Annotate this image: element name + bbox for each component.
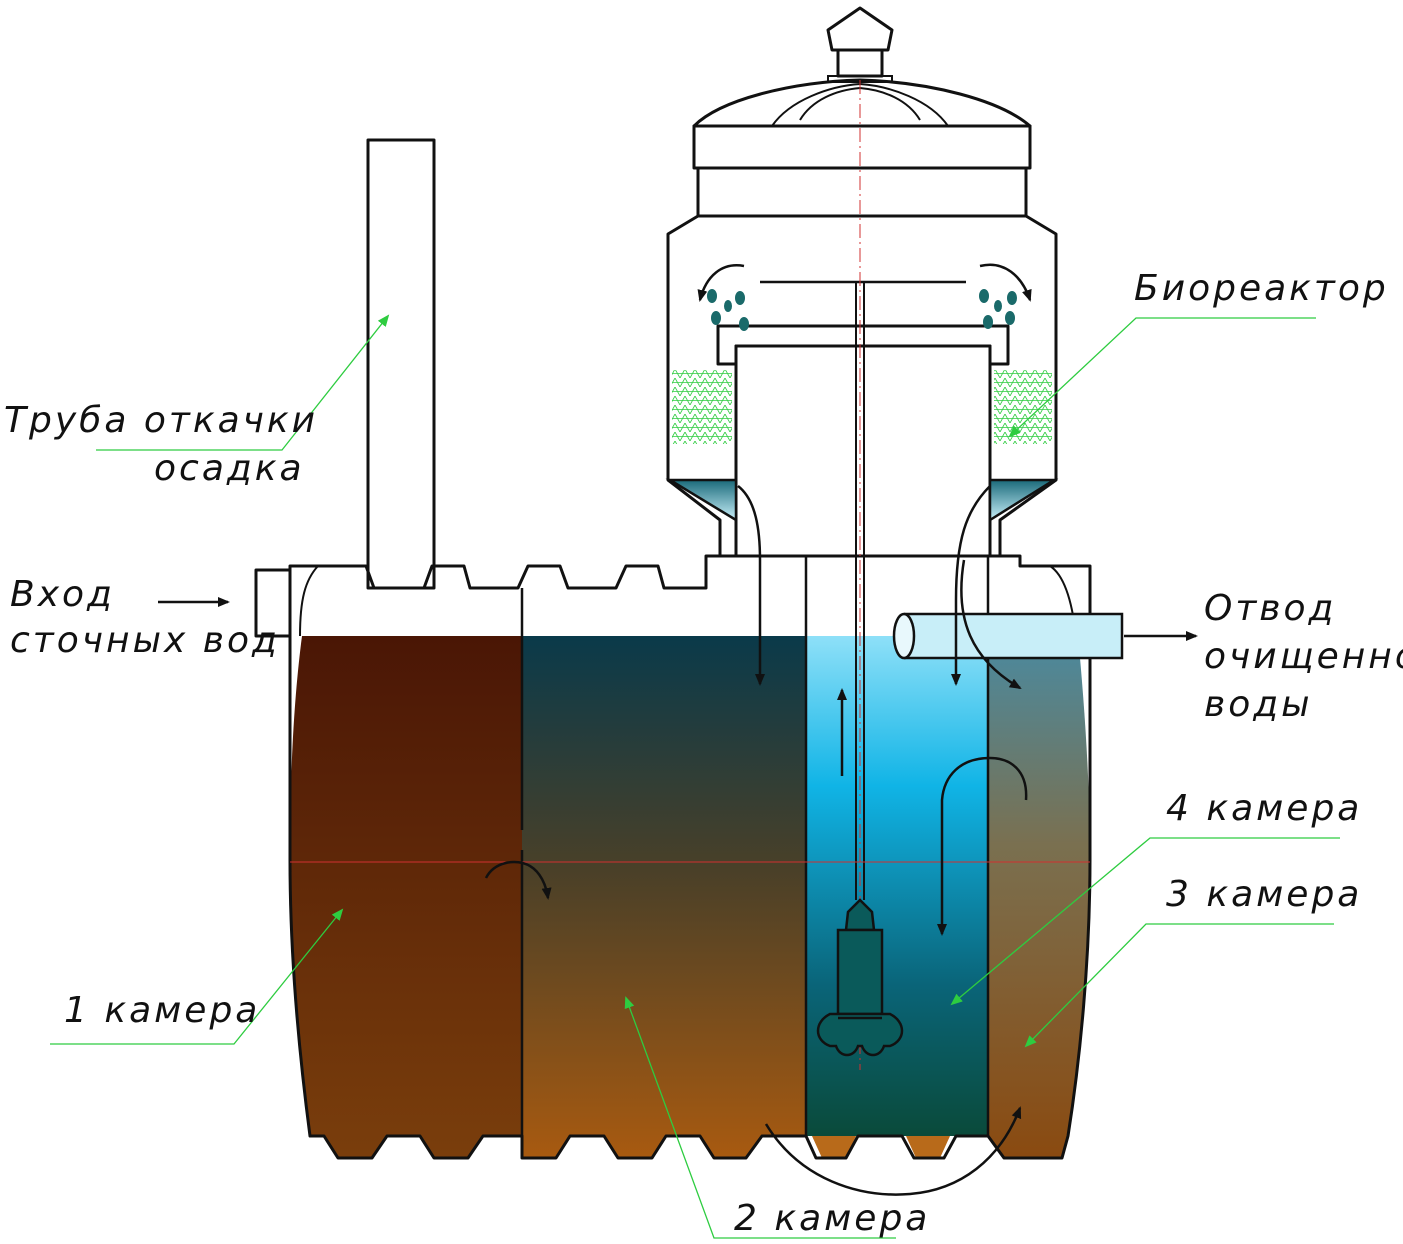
label-outlet-line1: Отвод [1204, 588, 1336, 629]
label-chamber-3: 3 камера [1166, 874, 1362, 915]
chamber-2-liquid [522, 636, 806, 1158]
label-chamber-1: 1 камера [64, 990, 260, 1031]
label-chamber-2: 2 камера [734, 1198, 930, 1239]
funnel-left [665, 478, 738, 523]
label-sludge-pipe-line1: Труба откачки [4, 400, 318, 441]
submersible-pump [816, 898, 904, 1057]
label-bioreactor: Биореактор [1134, 268, 1389, 309]
label-chamber-4: 4 камера [1166, 788, 1362, 829]
bioreactor-dome [692, 78, 1032, 128]
label-outlet-line2: очищенной [1204, 636, 1403, 677]
leader-lines [50, 314, 1340, 1239]
biofilter-left [672, 370, 732, 444]
chamber-1-liquid [290, 636, 522, 1158]
water-drops-left [707, 289, 749, 331]
biofilter-right [994, 370, 1052, 444]
label-outlet-line3: воды [1204, 684, 1313, 725]
label-sludge-pipe-line2: осадка [154, 448, 305, 489]
outlet-pipe [904, 612, 1124, 660]
sludge-pipe [366, 138, 436, 590]
chamber-4-liquid [806, 636, 988, 1136]
label-inlet-line2: сточных вод [10, 620, 280, 661]
bioreactor-body [666, 214, 1058, 558]
water-drops-right [979, 289, 1017, 329]
funnel-right [988, 478, 1059, 523]
flow-arrows [158, 263, 1198, 1196]
vent-cap [826, 6, 894, 52]
label-inlet-line1: Вход [10, 574, 115, 615]
tank-body [288, 554, 1092, 1160]
chamber-4-feet [812, 1136, 950, 1158]
inlet-pipe [254, 568, 292, 638]
